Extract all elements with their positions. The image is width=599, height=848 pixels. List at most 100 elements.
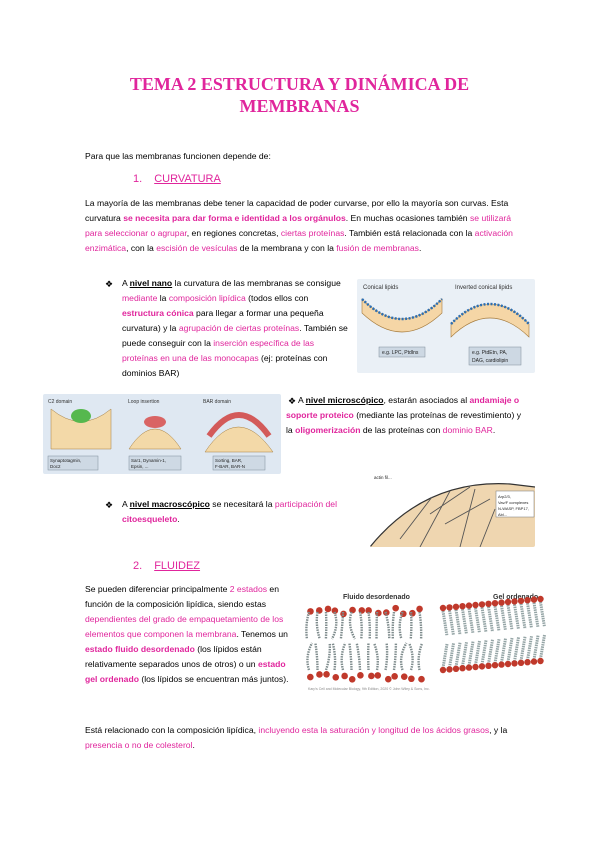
text-run: . <box>177 514 180 524</box>
micro-c-title: BAR domain <box>203 399 231 405</box>
text-run: (ej: proteínas con dominios BAR) <box>122 353 328 378</box>
text-run: nivel microscópico <box>305 395 384 405</box>
text-run: . <box>418 243 422 253</box>
text-run: participación del <box>274 499 337 509</box>
text-run: agrupación de ciertas proteínas <box>178 323 300 333</box>
text-run: andamiaje o soporte proteico <box>286 395 520 420</box>
micro-a-label-1: Synaptotagmin, <box>50 458 81 463</box>
text-run: nivel nano <box>129 278 173 288</box>
figure-credit: Karp's Cell and Molecular Biology, 9th E… <box>308 687 430 691</box>
gel-state-title: Gel ordenado <box>493 594 538 601</box>
text-run: oligomerización <box>295 425 361 435</box>
fluid-bilayer-illustration <box>305 604 425 683</box>
text-run: Se pueden diferenciar principalmente <box>85 584 230 594</box>
text-run: nivel macroscópico <box>129 499 210 509</box>
micro-a-title: C2 domain <box>48 399 72 405</box>
intro-text: Para que las membranas funcionen depende… <box>85 151 271 161</box>
text-run: , estarán asociados al <box>383 395 470 405</box>
text-run: . También se puede conseguir con la <box>122 323 348 348</box>
conical-lipids-figure: Conical lipids Inverted conical lipids e… <box>357 279 535 373</box>
text-run: composición lipídica <box>168 293 246 303</box>
text-run: activación enzimática <box>85 228 513 253</box>
fluidez-paragraph: Se pueden diferenciar principalmente 2 e… <box>85 582 300 687</box>
text-run: La mayoría de las membranas debe tener l… <box>85 198 509 223</box>
conical-right-label-1: e.g. PtdEtn, PA, <box>472 350 507 356</box>
text-run: dependientes del grado de empaquetamient… <box>85 614 284 639</box>
micro-c-label-1: Sorting, BAR, <box>215 458 242 463</box>
text-run: de las proteínas con <box>360 425 443 435</box>
fluid-state-title: Fluido desordenado <box>343 594 410 601</box>
text-run: escisión de vesículas <box>156 243 238 253</box>
conical-left-label: e.g. LPC, PtdIns <box>382 350 419 356</box>
title-line-1: TEMA 2 ESTRUCTURA Y DINÁMICA DE <box>129 74 470 94</box>
section-title: CURVATURA <box>154 173 221 185</box>
text-run: incluyendo esta la saturación y longitud… <box>258 725 490 735</box>
nano-level-text: A nivel nano la curvatura de las membran… <box>122 276 350 381</box>
text-run: se utilizará para seleccionar o agrupar <box>85 213 512 238</box>
text-run: (los lípidos están relativamente separad… <box>85 644 262 669</box>
curvatura-paragraph: La mayoría de las membranas debe tener l… <box>85 196 515 256</box>
text-run: (mediante las proteínas de revestimiento… <box>286 410 521 435</box>
text-run: . <box>192 740 195 750</box>
conical-left-title: Conical lipids <box>363 285 398 291</box>
text-run: Está relacionado con la composición lipí… <box>85 725 259 735</box>
micro-b-label-1: Sar1, Dynamin-1, <box>131 458 166 463</box>
text-run: A <box>122 278 130 288</box>
text-run: . Tenemos un <box>236 629 288 639</box>
bullet-icon: ❖ <box>105 500 114 510</box>
text-run: 2 estados <box>229 584 268 594</box>
section-number: 1. <box>133 173 143 185</box>
bullet-icon: ❖ <box>288 396 297 406</box>
conical-right-title: Inverted conical lipids <box>455 285 512 291</box>
text-run: . <box>492 425 496 435</box>
text-run: para llegar a formar una pequeña curvatu… <box>122 308 324 333</box>
micro-a-label-2: Doc2 <box>50 464 61 469</box>
text-run: estado gel ordenado <box>85 659 286 684</box>
text-run: de la membrana y con la <box>237 243 337 253</box>
text-run: A <box>298 395 306 405</box>
text-run: (los lípidos se encuentran más juntos). <box>138 674 289 684</box>
text-run: , con la <box>126 243 157 253</box>
text-run: , y la <box>489 725 508 735</box>
text-run: dominio BAR <box>442 425 493 435</box>
text-run: la <box>157 293 169 303</box>
protein-scaffold-figure: C2 domain Loop insertion BAR domain Syna… <box>43 394 281 474</box>
bullet-icon: ❖ <box>105 279 114 289</box>
micro-b-title: Loop insertion <box>128 399 160 405</box>
text-run: se necesita para dar forma e identidad a… <box>123 213 346 223</box>
macro-label-1: Arp2/3, <box>498 494 511 499</box>
micro-b-label-2: Epsin, ... <box>131 464 149 469</box>
text-run: A <box>122 499 130 509</box>
page-title: TEMA 2 ESTRUCTURA Y DINÁMICA DE MEMBRANA… <box>60 73 539 117</box>
text-run: se necesitará la <box>209 499 275 509</box>
fluidez-paragraph-2: Está relacionado con la composición lipí… <box>85 723 520 753</box>
macro-level-text: A nivel macroscópico se necesitará la pa… <box>122 497 357 527</box>
text-run: (todos ellos con <box>245 293 309 303</box>
macro-label-4: Abl... <box>498 512 507 517</box>
text-run: , en regiones concretas, <box>186 228 281 238</box>
macro-label-2: Vav/F complexes <box>498 500 528 505</box>
text-run: . También está relacionada con la <box>344 228 475 238</box>
title-line-2: MEMBRANAS <box>239 96 360 116</box>
micro-c-label-2: F-BAR, BAR-N <box>215 464 245 469</box>
micro-level-text: A nivel microscópico, estarán asociados … <box>286 393 521 438</box>
text-run: fusión de membranas <box>336 243 419 253</box>
text-run: ciertas proteínas <box>280 228 345 238</box>
text-run: . En muchas ocasiones también <box>345 213 470 223</box>
text-run: mediante <box>122 293 158 303</box>
text-run: presencia o no de colesterol <box>85 740 193 750</box>
text-run: la curvatura de las membranas se consigu… <box>172 278 341 288</box>
cytoskeleton-figure: actin fil... Arp2/3, Vav/F complexes N-W… <box>370 469 535 547</box>
text-run: citoesqueleto <box>122 514 178 524</box>
text-run: estado fluido desordenado <box>85 644 195 654</box>
membrane-phase-figure: Fluido desordenado Gel ordenado Karp's C… <box>303 586 550 694</box>
section-title: FLUIDEZ <box>154 560 201 572</box>
section-heading-curvatura: 1. CURVATURA <box>133 173 221 185</box>
conical-right-label-2: DAG, cardiolipin <box>472 358 508 364</box>
macro-label-3: N-WASP, FBP17, <box>498 506 529 511</box>
text-run: en función de la composición lipídica, s… <box>85 584 279 609</box>
macro-top-label: actin fil... <box>374 475 392 480</box>
section-heading-fluidez: 2. FLUIDEZ <box>133 560 200 572</box>
section-number: 2. <box>133 560 143 572</box>
text-run: inserción específica de las proteínas en… <box>122 338 315 363</box>
